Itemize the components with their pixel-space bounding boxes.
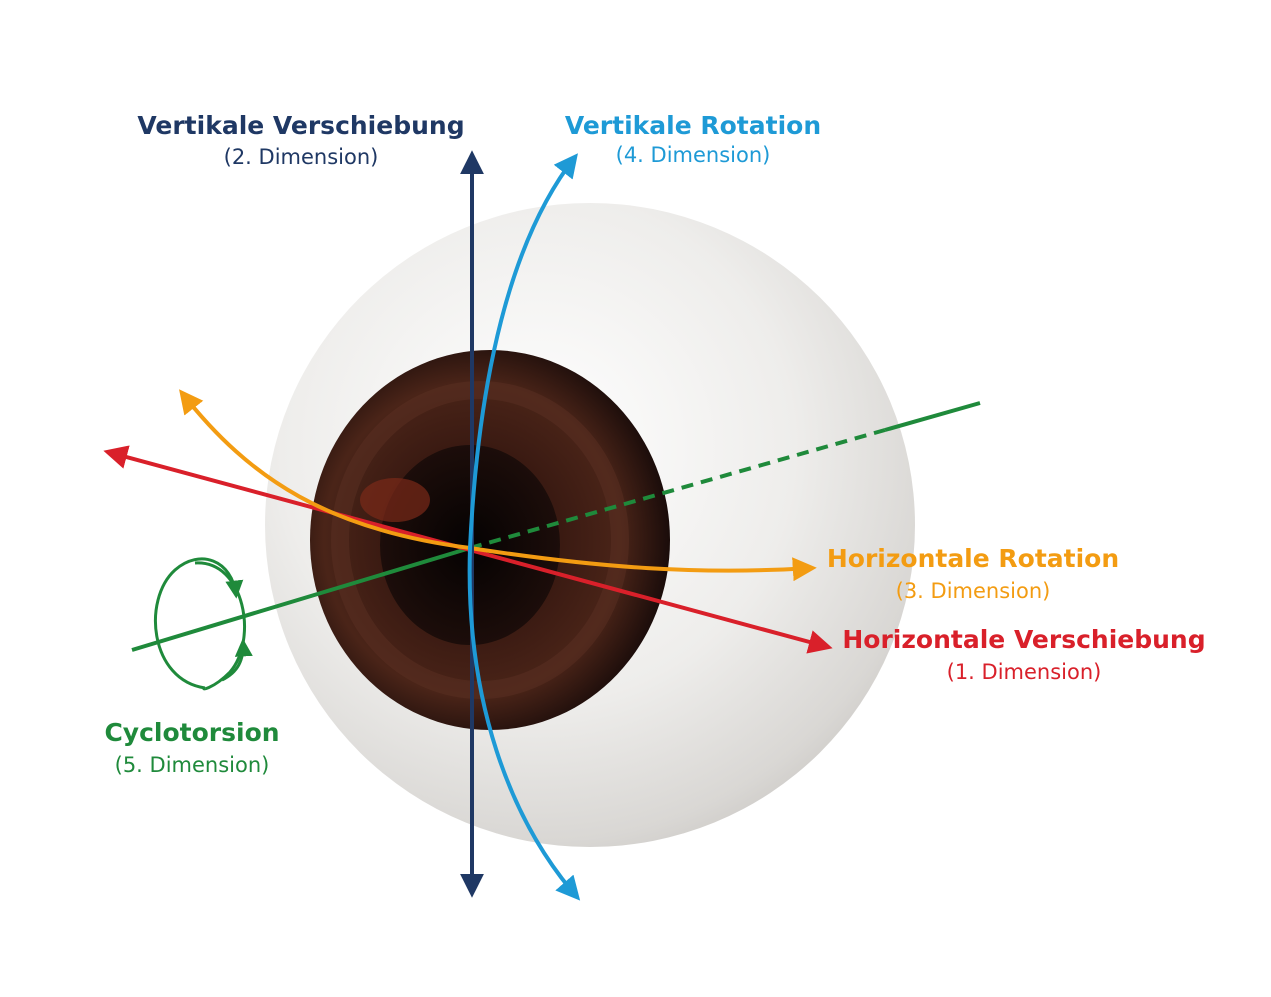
cyclotorsion-rotation-icon: [154, 557, 253, 691]
label-vertical-translation: Vertikale Verschiebung (2. Dimension): [137, 111, 464, 169]
label-cyclotorsion-title: Cyclotorsion: [104, 718, 279, 747]
label-cyclotorsion-sub: (5. Dimension): [115, 753, 270, 777]
cyclotorsion-axis-back: [884, 401, 981, 432]
label-horizontal-rotation-title: Horizontale Rotation: [827, 544, 1119, 573]
cyclotorsion-arrow-lower-head: [221, 638, 253, 682]
vertical-rotation-arrow: [467, 153, 581, 901]
label-vertical-translation-sub: (2. Dimension): [224, 145, 379, 169]
label-vertical-translation-title: Vertikale Verschiebung: [137, 111, 464, 140]
label-vertical-rotation: Vertikale Rotation (4. Dimension): [565, 111, 821, 167]
label-horizontal-rotation-sub: (3. Dimension): [896, 579, 1051, 603]
label-horizontal-translation-title: Horizontale Verschiebung: [842, 625, 1205, 654]
label-vertical-rotation-sub: (4. Dimension): [616, 143, 771, 167]
label-horizontal-rotation: Horizontale Rotation (3. Dimension): [827, 544, 1119, 603]
iris-highlight: [360, 478, 430, 522]
label-vertical-rotation-title: Vertikale Rotation: [565, 111, 821, 140]
label-horizontal-translation: Horizontale Verschiebung (1. Dimension): [842, 625, 1205, 684]
label-horizontal-translation-sub: (1. Dimension): [947, 660, 1102, 684]
label-cyclotorsion: Cyclotorsion (5. Dimension): [104, 718, 279, 777]
